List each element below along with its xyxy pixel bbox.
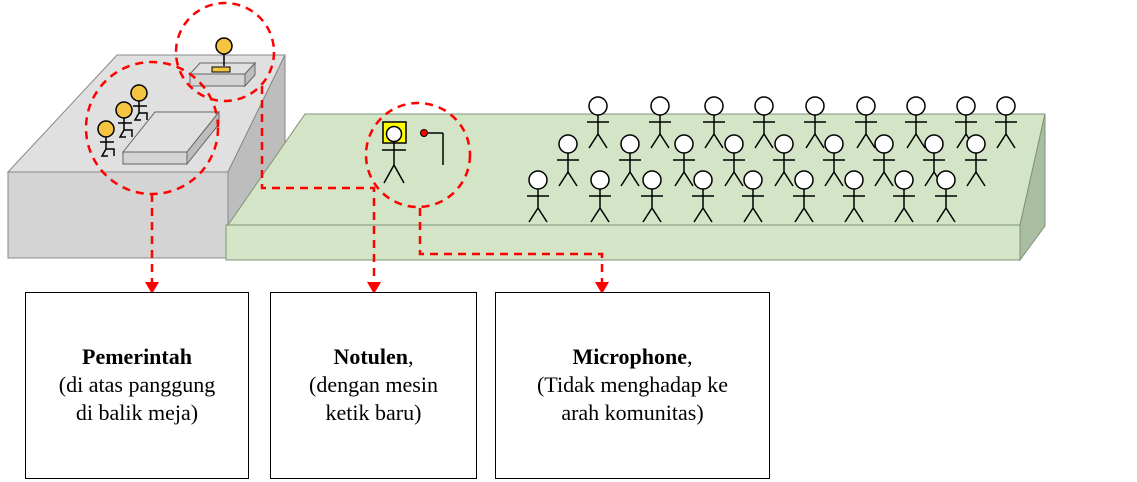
floor-top [227, 113, 1046, 226]
floor-side [1019, 113, 1046, 262]
community-member-figure [935, 170, 957, 223]
official-figure [130, 84, 148, 121]
podium-front [189, 73, 246, 87]
official-figure [115, 101, 133, 138]
podium-desk [188, 61, 257, 88]
community-member-figure [793, 170, 815, 223]
community-member-figure [641, 170, 663, 223]
label-box-microphone: Microphone, (Tidak menghadap ke arah kom… [495, 292, 770, 479]
leader-podium [260, 86, 376, 282]
callout-lines [84, 1, 604, 282]
label-line2-microphone: arah komunitas) [561, 400, 704, 425]
label-title-microphone: Microphone [572, 344, 687, 369]
label-box-pemerintah: Pemerintah (di atas panggung di balik me… [25, 292, 249, 479]
community-member-figure [843, 170, 865, 223]
callout-circle-notulen [364, 101, 472, 209]
microphone-head [420, 129, 428, 137]
leader-microphone [418, 208, 604, 282]
community-member-figure [742, 170, 764, 223]
community-member-figure [995, 96, 1017, 149]
label-title-notulen: Notulen [333, 344, 409, 369]
community-member-figure [873, 134, 895, 187]
community-member-figure [703, 96, 725, 149]
community-member-figure [649, 96, 671, 149]
label-box-notulen: Notulen, (dengan mesin ketik baru) [270, 292, 477, 479]
arrowhead-notulen [367, 282, 381, 294]
community-member-figure [587, 96, 609, 149]
community-member-figure [527, 170, 549, 223]
speaker-figure [215, 37, 233, 66]
label-line1-pemerintah: (di atas panggung [58, 372, 216, 397]
community-member-figure [823, 134, 845, 187]
officials-group [97, 37, 233, 157]
podium-side [244, 61, 256, 88]
floor-front [225, 224, 1021, 261]
label-line1-microphone: (Tidak menghadap ke [536, 372, 729, 397]
notulen-figure [382, 121, 407, 184]
community-member-figure [905, 96, 927, 149]
callout-circle-podium [174, 1, 276, 103]
arrowhead-microphone [595, 282, 609, 294]
podium-device [211, 66, 231, 73]
arrowhead-pemerintah [145, 282, 159, 294]
arrowheads [145, 282, 609, 294]
label-suffix-notulen: , [408, 344, 414, 369]
community-member-figure [589, 170, 611, 223]
community-member-figure [557, 134, 579, 187]
community-member-figure [753, 96, 775, 149]
community-member-figure [893, 170, 915, 223]
label-line2-pemerintah: di balik meja) [75, 400, 199, 425]
community-member-figure [804, 96, 826, 149]
community-member-figure [619, 134, 641, 187]
label-line1-notulen: (dengan mesin [309, 372, 438, 397]
community-member-figure [773, 134, 795, 187]
community-member-figure [855, 96, 877, 149]
community-member-figure [692, 170, 714, 223]
community-crowd [527, 96, 1017, 223]
label-line2-notulen: ketik baru) [325, 400, 422, 425]
official-figure [97, 120, 115, 157]
community-member-figure [965, 134, 987, 187]
stage-front [7, 171, 229, 259]
microphone-stand [420, 129, 444, 165]
community-member-figure [673, 134, 695, 187]
label-title-pemerintah: Pemerintah [82, 344, 192, 369]
community-member-figure [723, 134, 745, 187]
label-suffix-microphone: , [686, 344, 693, 369]
table-front [122, 151, 188, 165]
